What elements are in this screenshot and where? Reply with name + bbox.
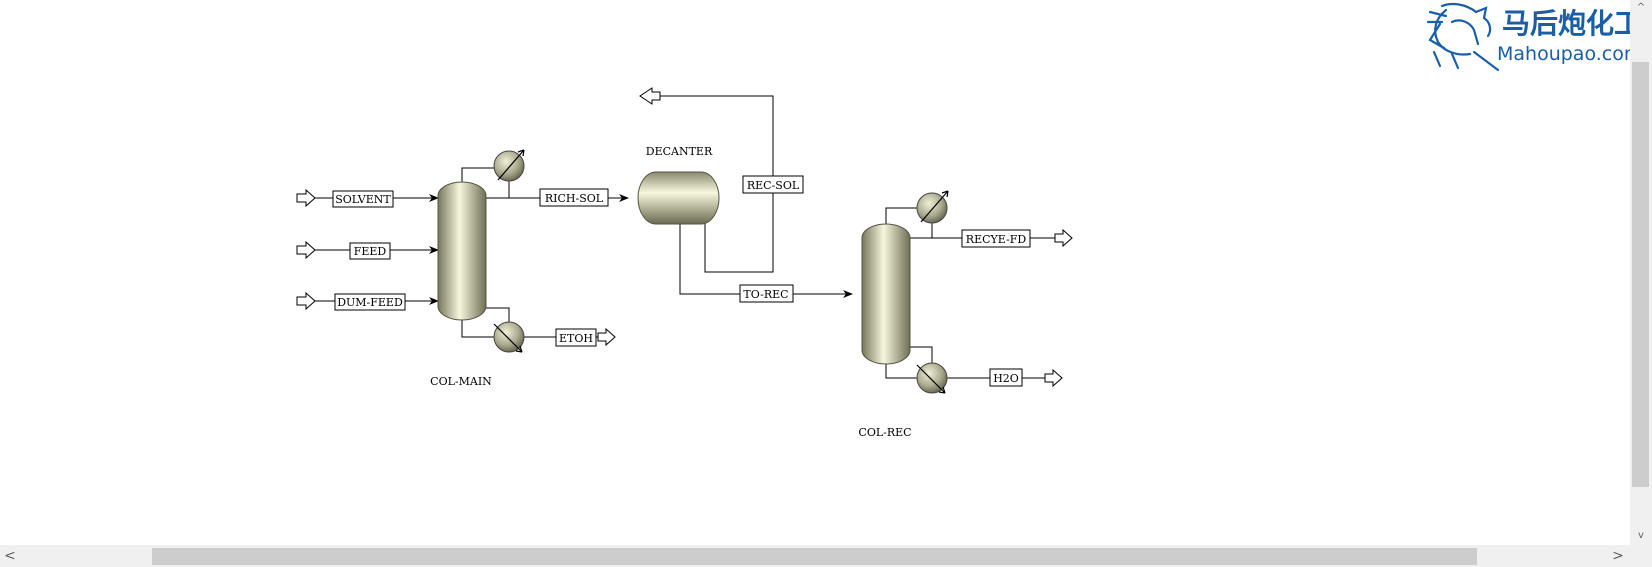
product-arrow-icon-etoh[interactable]	[597, 327, 616, 347]
col-rec-column[interactable]	[861, 223, 911, 365]
vertical-scroll-thumb[interactable]	[1632, 62, 1649, 487]
feed-arrow-icon-solvent[interactable]	[296, 188, 316, 208]
stream-tag-h2o[interactable]: H2O	[989, 368, 1023, 387]
col-main-bottoms-line	[461, 318, 496, 338]
vertical-scrollbar[interactable]: ^ v	[1630, 0, 1652, 545]
svg-text:SOLVENT: SOLVENT	[335, 193, 391, 206]
stream-line-rec-sol[interactable]	[660, 95, 774, 273]
stream-tag-recye-fd[interactable]: RECYE-FD	[961, 229, 1031, 248]
product-arrow-icon-recye-fd[interactable]	[1054, 228, 1073, 248]
col-main-reboiler-icon[interactable]	[493, 321, 525, 353]
decanter-vessel[interactable]	[637, 171, 720, 225]
block-label-decanter[interactable]: DECANTER	[646, 145, 713, 158]
col-rec-condenser-icon[interactable]	[916, 190, 949, 224]
col-main-condenser-icon[interactable]	[493, 149, 525, 182]
col-rec-bottoms-line	[885, 361, 919, 379]
stream-tag-to-rec[interactable]: TO-REC	[739, 284, 794, 303]
stream-tag-rich-sol[interactable]: RICH-SOL	[539, 188, 609, 207]
svg-text:H2O: H2O	[993, 372, 1019, 385]
svg-text:DUM-FEED: DUM-FEED	[337, 296, 403, 309]
horse-logo-icon	[1426, 2, 1500, 72]
scroll-down-arrow-icon[interactable]: v	[1638, 530, 1644, 541]
svg-text:FEED: FEED	[354, 245, 387, 258]
svg-text:RECYE-FD: RECYE-FD	[966, 233, 1027, 246]
feed-arrow-icon-dum-feed[interactable]	[296, 291, 316, 311]
horizontal-scrollbar[interactable]: < >	[0, 545, 1630, 567]
col-rec-overhead-line	[885, 207, 919, 227]
col-rec-reboiler-icon[interactable]	[916, 362, 948, 394]
scroll-up-arrow-icon[interactable]: ^	[1636, 2, 1646, 13]
col-main-column[interactable]	[437, 181, 487, 321]
col-rec-boilup-line	[906, 346, 933, 369]
svg-text:TO-REC: TO-REC	[743, 288, 788, 301]
scrollbar-corner	[1630, 545, 1652, 567]
horizontal-scroll-thumb[interactable]	[152, 548, 1477, 565]
flowsheet-canvas[interactable]: SOLVENT FEED DUM-FEED RICH-SOL ETOH REC-…	[0, 0, 1630, 545]
svg-text:Mahoupao.com: Mahoupao.com	[1497, 43, 1630, 65]
scroll-left-arrow-icon[interactable]: <	[4, 548, 16, 564]
svg-text:RICH-SOL: RICH-SOL	[545, 192, 604, 205]
product-arrow-icon-h2o[interactable]	[1044, 368, 1063, 388]
svg-text:ETOH: ETOH	[559, 332, 593, 345]
stream-tag-dum-feed[interactable]: DUM-FEED	[334, 293, 406, 311]
mahoupao-logo: 马后炮化工 Mahoupao.com	[1426, 2, 1630, 72]
stream-tag-rec-sol[interactable]: REC-SOL	[742, 175, 804, 194]
col-main-overhead-line	[461, 167, 496, 188]
block-label-col-rec[interactable]: COL-REC	[858, 426, 911, 439]
stream-line-to-rec[interactable]	[679, 222, 853, 298]
svg-text:REC-SOL: REC-SOL	[747, 179, 800, 192]
svg-text:马后炮化工: 马后炮化工	[1502, 7, 1630, 40]
stream-tag-etoh[interactable]: ETOH	[555, 328, 597, 347]
col-main-boilup-line	[482, 307, 510, 327]
block-label-col-main[interactable]: COL-MAIN	[430, 375, 492, 388]
product-arrow-icon-rec-sol[interactable]	[639, 87, 661, 105]
stream-tag-feed[interactable]: FEED	[349, 242, 391, 260]
stream-tag-solvent[interactable]: SOLVENT	[332, 190, 394, 208]
scroll-right-arrow-icon[interactable]: >	[1612, 548, 1624, 564]
feed-arrow-icon-feed[interactable]	[296, 240, 316, 260]
